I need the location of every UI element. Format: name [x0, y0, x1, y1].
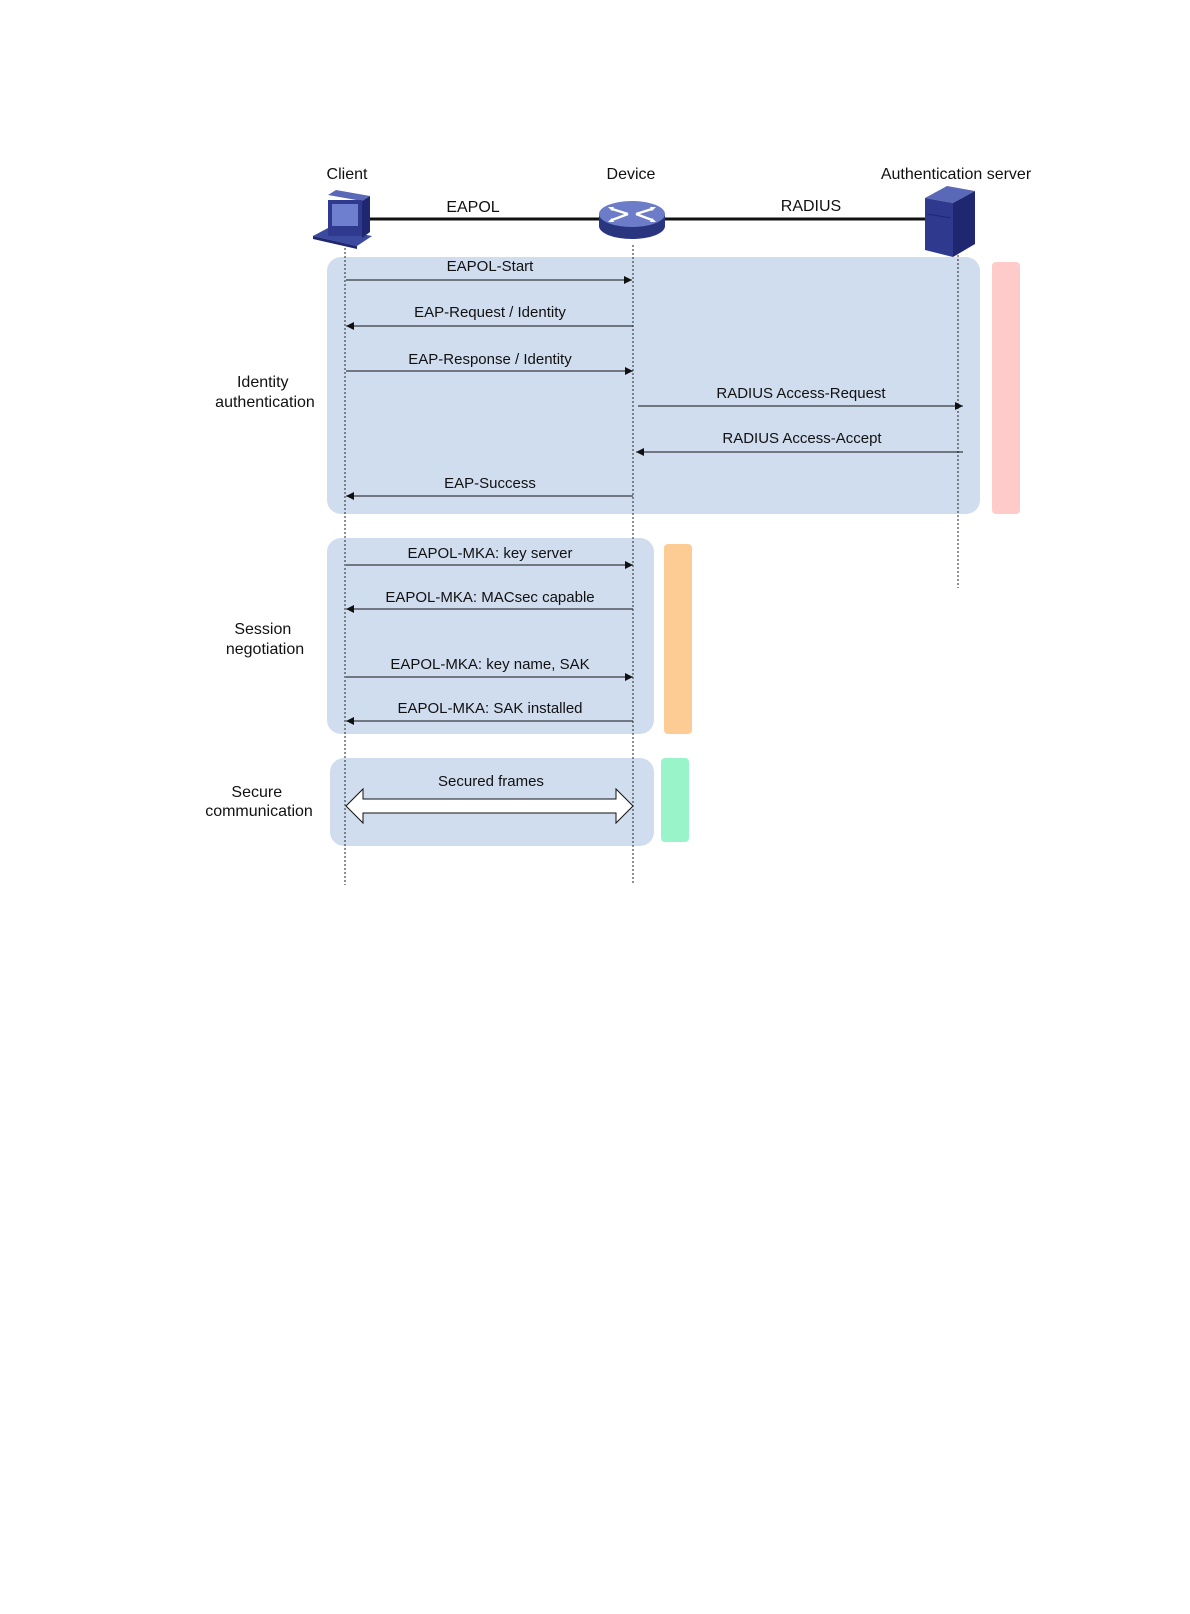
device-label: Device [607, 166, 656, 183]
msg-radius-request: RADIUS Access-Request [716, 385, 886, 402]
msg-mka-key-server: EAPOL-MKA: key server [407, 545, 572, 562]
radius-link-label: RADIUS [781, 198, 841, 215]
msg-eap-request: EAP-Request / Identity [414, 304, 566, 321]
msg-mka-sak-installed: EAPOL-MKA: SAK installed [397, 700, 582, 717]
msg-mka-key-name: EAPOL-MKA: key name, SAK [390, 656, 589, 673]
double-arrow-secured-frames [345, 787, 634, 825]
session-panel [327, 538, 654, 734]
msg-mka-macsec: EAPOL-MKA: MACsec capable [385, 589, 594, 606]
msg-eapol-start: EAPOL-Start [447, 258, 535, 275]
session-bar [664, 544, 692, 734]
router-icon [599, 201, 665, 239]
secure-section-label: Secure communication [205, 784, 313, 820]
identity-section-label: Identity authentication [215, 374, 315, 411]
server-icon [925, 186, 975, 257]
msg-secured-frames: Secured frames [438, 773, 544, 790]
client-label: Client [327, 166, 368, 183]
computer-icon [313, 190, 372, 249]
server-label: Authentication server [881, 166, 1032, 183]
identity-bar [992, 262, 1020, 514]
identity-panel [327, 257, 980, 514]
msg-eap-response: EAP-Response / Identity [408, 351, 572, 368]
msg-radius-accept: RADIUS Access-Accept [722, 430, 882, 447]
eapol-link-label: EAPOL [446, 199, 499, 216]
msg-eap-success: EAP-Success [444, 475, 536, 492]
session-section-label: Session negotiation [226, 621, 304, 658]
secure-bar [661, 758, 689, 842]
